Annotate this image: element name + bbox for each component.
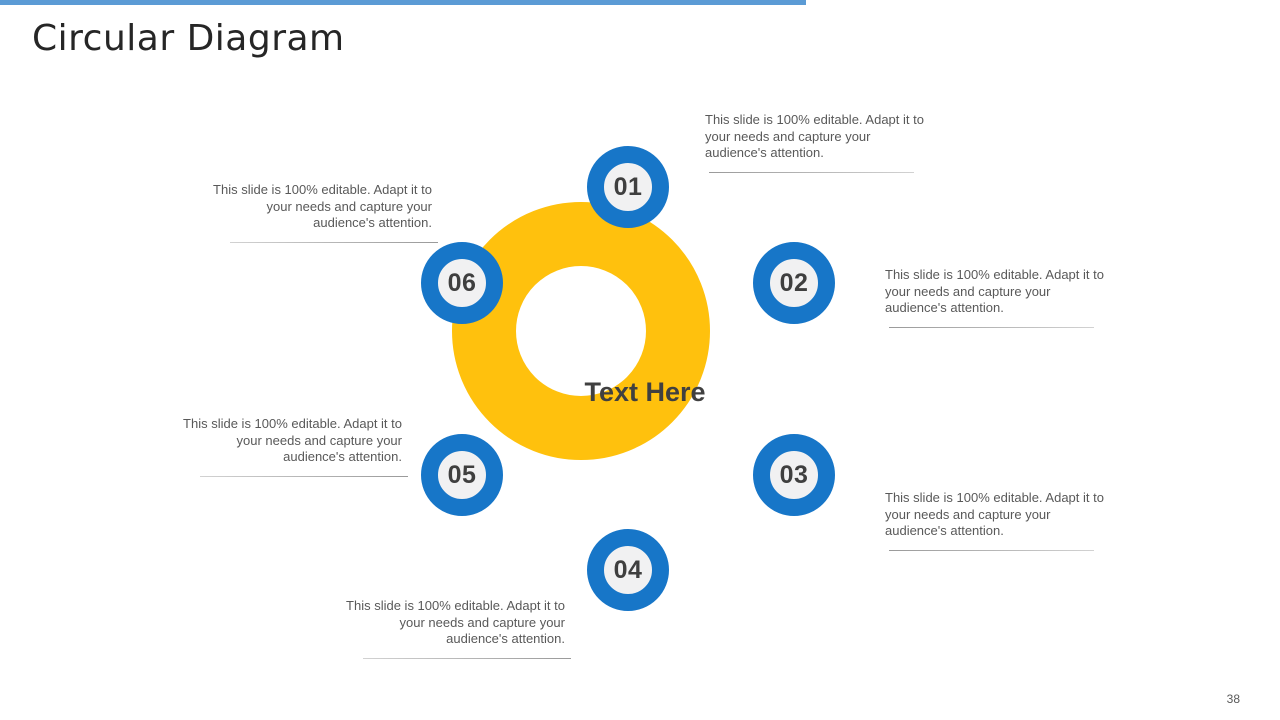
diagram-center-label: Text Here — [584, 377, 706, 407]
description-block-02: This slide is 100% editable. Adapt it to… — [885, 267, 1135, 328]
divider-line-01 — [709, 171, 914, 173]
node-05: 05 — [421, 434, 503, 516]
divider-line-06 — [230, 241, 438, 243]
description-text-01: This slide is 100% editable. Adapt it to… — [705, 112, 924, 160]
description-block-06: This slide is 100% editable. Adapt it to… — [182, 182, 438, 243]
description-block-05: This slide is 100% editable. Adapt it to… — [152, 416, 408, 477]
description-text-03: This slide is 100% editable. Adapt it to… — [885, 490, 1104, 538]
node-06: 06 — [421, 242, 503, 324]
yellow-ring — [452, 202, 710, 460]
divider-line-04 — [363, 657, 571, 659]
page-title: Circular Diagram — [32, 18, 345, 59]
node-04-number: 04 — [613, 555, 643, 584]
accent-bar — [0, 0, 806, 5]
description-text-02: This slide is 100% editable. Adapt it to… — [885, 267, 1104, 315]
page-number: 38 — [1226, 692, 1240, 706]
description-text-06: This slide is 100% editable. Adapt it to… — [213, 182, 432, 230]
node-06-number: 06 — [447, 268, 477, 297]
node-03: 03 — [753, 434, 835, 516]
node-03-number: 03 — [779, 460, 809, 489]
description-block-01: This slide is 100% editable. Adapt it to… — [705, 112, 955, 173]
node-02-number: 02 — [779, 268, 809, 297]
node-05-number: 05 — [447, 460, 477, 489]
divider-line-02 — [889, 326, 1094, 328]
node-02: 02 — [753, 242, 835, 324]
description-block-04: This slide is 100% editable. Adapt it to… — [315, 598, 571, 659]
node-01-number: 01 — [613, 172, 643, 201]
description-text-05: This slide is 100% editable. Adapt it to… — [183, 416, 402, 464]
divider-line-03 — [889, 549, 1094, 551]
description-block-03: This slide is 100% editable. Adapt it to… — [885, 490, 1135, 551]
divider-line-05 — [200, 475, 408, 477]
node-01: 01 — [587, 146, 669, 228]
description-text-04: This slide is 100% editable. Adapt it to… — [346, 598, 565, 646]
node-04: 04 — [587, 529, 669, 611]
